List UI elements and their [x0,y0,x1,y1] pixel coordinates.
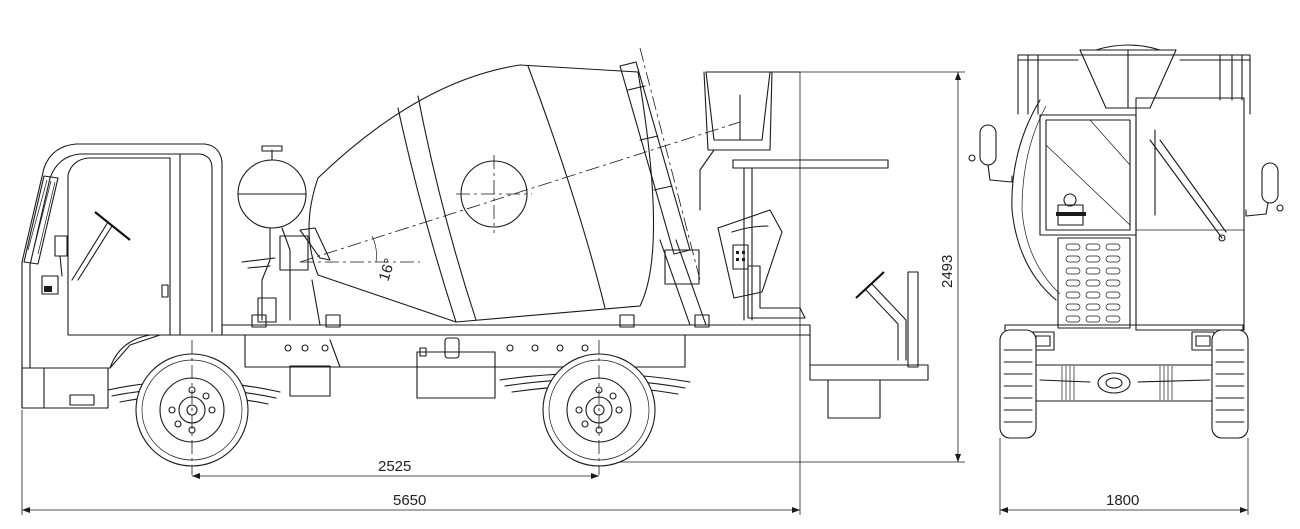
drum-outline [1011,99,1057,301]
rear-wheel [542,340,656,475]
mixer-drum: 16° [299,64,741,323]
overall-height-label: 2493 [939,255,956,288]
rear-view: 1800 [968,44,1284,515]
side-dimensions: 2525 5650 2493 [21,71,965,515]
rear-body [1039,97,1245,331]
wheelbase-label: 2525 [378,458,411,475]
fuel-tank [289,337,496,399]
side-view: 16° [21,47,965,515]
cab [21,143,223,409]
rear-hopper [1079,44,1177,109]
top-rails [1017,54,1251,115]
drum-support [299,47,707,326]
drum-angle-label: 16° [376,256,399,283]
rear-tires [999,329,1249,439]
hopper-platform [699,71,889,321]
mirrors [968,124,1284,217]
chassis-frame [221,314,811,368]
overall-width-label: 1800 [1106,492,1139,509]
water-tank [237,145,309,323]
overall-length-label: 5650 [393,492,426,509]
rear-lower [1004,324,1244,402]
front-wheel [135,340,249,475]
rear-operator [809,271,929,419]
rear-dimensions: 1800 [999,438,1249,515]
